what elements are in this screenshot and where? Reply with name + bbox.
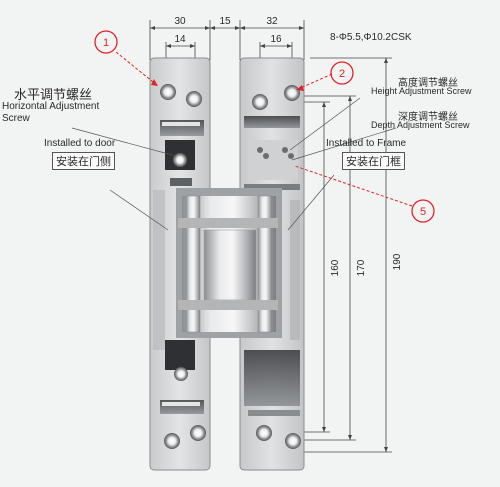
- dim-190: 190: [392, 253, 403, 270]
- horizontal-screw-label-en-2: Screw: [2, 113, 30, 124]
- screw-spec: 8-Φ5.5,Φ10.2CSK: [330, 32, 412, 43]
- red-arrow-tips: [151, 79, 304, 91]
- dim-right-width: 32: [266, 16, 278, 27]
- dim-left-width: 30: [174, 16, 186, 27]
- callout-1: 1: [103, 37, 109, 49]
- vertical-dimensions: [290, 57, 392, 453]
- vertical-arrowheads: [322, 58, 388, 452]
- installed-to-frame-label-cn: 安装在门框: [342, 152, 405, 170]
- frame-plate-holes: [252, 85, 301, 449]
- leader-lines: [71, 97, 397, 231]
- callout-circles: [94, 30, 435, 223]
- depth-screw-label-cn: 深度调节螺丝: [398, 112, 458, 123]
- horizontal-screw-label-cn: 水平调节螺丝: [14, 88, 93, 103]
- hinge-barrel: [176, 188, 282, 338]
- dim-170: 170: [356, 259, 367, 276]
- horizontal-screw-label-en-1: Horizontal Adjustment: [2, 101, 100, 112]
- dim-160: 160: [330, 259, 341, 276]
- dim-gap: 15: [219, 16, 231, 27]
- depth-screw-label-en: Depth Adjustment Screw: [371, 120, 470, 130]
- height-screw-label-cn: 高度调节螺丝: [398, 78, 458, 89]
- dim-left-hole-spacing: 14: [174, 34, 186, 45]
- dim-right-hole-spacing: 16: [270, 34, 282, 45]
- installed-to-door-label-cn: 安装在门侧: [52, 152, 115, 170]
- callout-5: 5: [420, 206, 426, 218]
- callout-2: 2: [339, 68, 345, 80]
- installed-to-frame-label-en: Installed to Frame: [326, 138, 407, 149]
- installed-to-door-label-en: Installed to door: [44, 138, 116, 149]
- dimension-arrowheads: [150, 26, 304, 48]
- frame-side-plate: [239, 57, 305, 471]
- door-plate-holes: [160, 84, 206, 449]
- height-screw-label-en: Height Adjustment Screw: [371, 86, 472, 96]
